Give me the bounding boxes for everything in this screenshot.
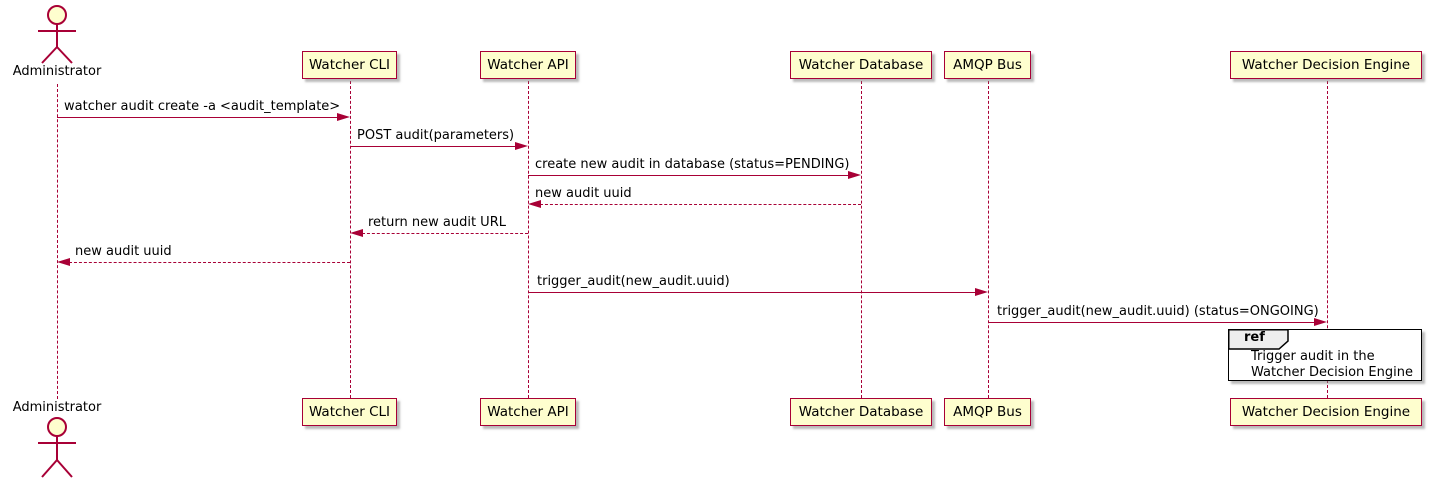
ref-header-pentagon-icon: [1227, 328, 1289, 350]
message-4-line: [540, 204, 861, 205]
message-5-arrowhead-icon: [350, 228, 363, 237]
ref-content-line: Trigger audit in the: [1251, 349, 1375, 364]
message-7-label: trigger_audit(new_audit.uuid): [537, 274, 730, 289]
participant-amqp-bus-top: AMQP Bus: [944, 51, 1031, 79]
message-3-arrowhead-icon: [848, 170, 861, 179]
message-1-arrowhead-icon: [337, 112, 350, 121]
message-4-arrowhead-icon: [528, 199, 541, 208]
message-7-arrowhead-icon: [975, 287, 988, 296]
lifeline-administrator: [57, 84, 58, 399]
message-2-label: POST audit(parameters): [357, 128, 515, 143]
participant-watcher-api-top: Watcher API: [480, 51, 576, 79]
ref-fragment: ref Trigger audit in the Watcher Decisio…: [1227, 328, 1422, 381]
message-3-line: [528, 175, 850, 176]
message-2-line: [350, 146, 517, 147]
message-7-line: [528, 292, 977, 293]
message-1-line: [57, 117, 339, 118]
administrator-actor-icon: [38, 5, 76, 64]
participant-amqp-bus-bottom: AMQP Bus: [944, 398, 1031, 426]
message-6-arrowhead-icon: [57, 257, 70, 266]
message-4-label: new audit uuid: [535, 186, 632, 201]
lifeline-amqp-bus: [988, 81, 989, 398]
lifeline-watcher-database: [861, 81, 862, 398]
participant-watcher-database-top: Watcher Database: [790, 51, 932, 79]
message-8-arrowhead-icon: [1314, 317, 1327, 326]
message-6-line: [69, 262, 350, 263]
participant-watcher-decision-engine-bottom: Watcher Decision Engine: [1230, 398, 1422, 426]
lifeline-watcher-cli: [350, 81, 351, 398]
administrator-actor-icon: [38, 417, 76, 478]
message-5-line: [362, 233, 528, 234]
participant-watcher-database-bottom: Watcher Database: [790, 398, 932, 426]
lifeline-watcher-api: [528, 81, 529, 398]
participant-watcher-decision-engine-top: Watcher Decision Engine: [1230, 51, 1422, 79]
participant-watcher-cli-top: Watcher CLI: [302, 51, 397, 79]
message-2-arrowhead-icon: [515, 141, 528, 150]
message-6-label: new audit uuid: [75, 244, 172, 259]
ref-content-line: Watcher Decision Engine: [1251, 364, 1413, 380]
message-3-label: create new audit in database (status=PEN…: [535, 157, 850, 172]
actor-administrator-label-top: Administrator: [12, 64, 102, 79]
lifeline-watcher-decision-engine: [1327, 81, 1328, 398]
ref-keyword: ref: [1244, 330, 1265, 345]
participant-watcher-cli-bottom: Watcher CLI: [302, 398, 397, 426]
message-1-label: watcher audit create -a <audit_template>: [64, 99, 341, 114]
message-8-label: trigger_audit(new_audit.uuid) (status=ON…: [997, 304, 1319, 319]
message-5-label: return new audit URL: [368, 215, 506, 230]
message-8-line: [988, 322, 1316, 323]
ref-content: Trigger audit in the Watcher Decision En…: [1251, 349, 1413, 380]
participant-watcher-api-bottom: Watcher API: [480, 398, 576, 426]
actor-administrator-label-bottom: Administrator: [12, 400, 102, 415]
